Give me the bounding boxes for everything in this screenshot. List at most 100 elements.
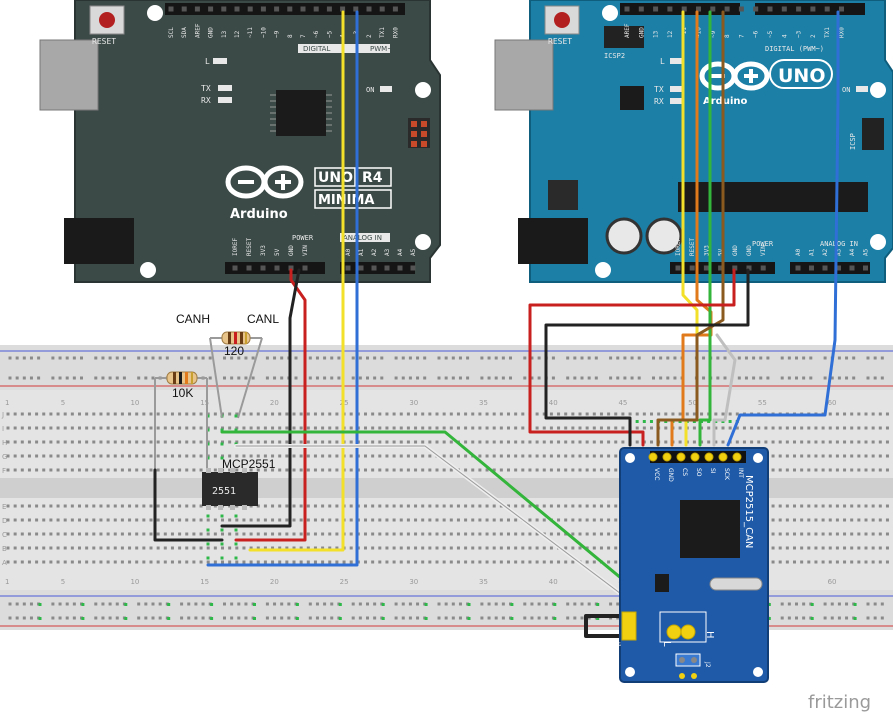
reset-button-cap[interactable] — [99, 12, 115, 28]
header-pin[interactable] — [260, 265, 266, 271]
header-pin[interactable] — [287, 6, 293, 12]
header-pin[interactable] — [379, 6, 385, 12]
header-pin[interactable] — [767, 6, 773, 12]
chip-marking: 2551 — [212, 486, 236, 497]
header-pin[interactable] — [653, 6, 659, 12]
header-pin[interactable] — [795, 265, 801, 271]
header-pin[interactable] — [384, 265, 390, 271]
module-header-pin[interactable] — [662, 452, 672, 462]
header-pin[interactable] — [839, 6, 844, 12]
mount-hole — [140, 262, 156, 278]
pin-label: ~5 — [326, 30, 333, 38]
header-pin[interactable] — [667, 6, 673, 12]
header-pin[interactable] — [732, 265, 738, 271]
header-pin[interactable] — [681, 6, 687, 12]
pin-label: A1 — [358, 248, 365, 256]
header-pin[interactable] — [718, 265, 724, 271]
header-pin[interactable] — [809, 265, 814, 271]
header-pin[interactable] — [340, 6, 346, 12]
header-pin[interactable] — [703, 265, 709, 271]
model-line2: MINIMA — [318, 193, 375, 208]
header-pin[interactable] — [313, 6, 319, 12]
module-header-pin[interactable] — [704, 452, 714, 462]
header-pin[interactable] — [746, 265, 752, 271]
header-pin[interactable] — [302, 265, 308, 271]
column-number: 35 — [479, 399, 488, 407]
header-pin[interactable] — [410, 265, 416, 271]
pin-label: ~9 — [274, 30, 281, 38]
header-pin[interactable] — [738, 6, 744, 12]
can-h-terminal[interactable] — [680, 624, 696, 640]
pin-label: ~5 — [767, 30, 774, 38]
module-header-pin[interactable] — [676, 452, 686, 462]
header-pin[interactable] — [397, 265, 403, 271]
resistor-10k[interactable] — [154, 371, 208, 470]
usb-connector — [39, 39, 99, 111]
header-pin[interactable] — [345, 265, 351, 271]
header-pin[interactable] — [753, 6, 759, 12]
header-pin[interactable] — [371, 265, 377, 271]
j1-jumper[interactable] — [621, 611, 637, 641]
header-pin[interactable] — [796, 6, 802, 12]
header-pin[interactable] — [696, 6, 701, 12]
header-pin[interactable] — [181, 6, 187, 12]
mcp2551-chip[interactable]: 2551 — [202, 468, 258, 510]
column-number: 15 — [200, 399, 209, 407]
header-pin[interactable] — [234, 6, 240, 12]
header-pin[interactable] — [710, 6, 716, 12]
brand-label: Arduino — [703, 96, 747, 107]
header-pin[interactable] — [760, 265, 766, 271]
header-pin[interactable] — [326, 6, 332, 12]
header-pin[interactable] — [836, 265, 841, 271]
rx-label: RX — [654, 97, 664, 106]
pin-label: SDA — [181, 27, 188, 38]
mount-hole — [595, 262, 611, 278]
header-pin[interactable] — [675, 265, 681, 271]
header-pin[interactable] — [247, 6, 253, 12]
reset-button-cap[interactable] — [554, 12, 570, 28]
header-pin[interactable] — [288, 265, 294, 271]
header-pin[interactable] — [724, 6, 730, 12]
header-pin[interactable] — [353, 6, 359, 12]
wire-black-gnd-right — [544, 268, 750, 447]
module-header-pin[interactable] — [718, 452, 728, 462]
header-pin[interactable] — [274, 265, 280, 271]
header-pin[interactable] — [194, 6, 200, 12]
header-pin[interactable] — [221, 6, 227, 12]
header-pin[interactable] — [689, 265, 695, 271]
module-header-pin[interactable] — [732, 452, 742, 462]
header-pin[interactable] — [824, 6, 830, 12]
header-pin[interactable] — [168, 6, 174, 12]
module-header-pin[interactable] — [648, 452, 658, 462]
header-pin[interactable] — [232, 265, 238, 271]
led-on — [856, 86, 868, 92]
pin-label: ~10 — [260, 27, 267, 38]
header-pin[interactable] — [863, 265, 868, 271]
header-pin[interactable] — [781, 6, 787, 12]
pin-label: 12 — [234, 30, 241, 38]
mcp2551-label: MCP2551 — [222, 457, 276, 471]
mcu-chip — [678, 182, 868, 212]
header-pin[interactable] — [638, 6, 644, 12]
header-pin[interactable] — [208, 6, 214, 12]
header-pin[interactable] — [366, 6, 372, 12]
header-pin[interactable] — [300, 6, 306, 12]
column-number: 10 — [130, 578, 139, 586]
column-number: 55 — [758, 399, 767, 407]
header-pin[interactable] — [810, 6, 816, 12]
pin-label: 7 — [300, 34, 307, 38]
header-pin[interactable] — [358, 265, 364, 271]
resistor-120[interactable] — [209, 331, 263, 419]
header-pin[interactable] — [624, 6, 630, 12]
header-pin[interactable] — [274, 6, 280, 12]
header-pin[interactable] — [849, 265, 855, 271]
header-pin[interactable] — [822, 265, 828, 271]
header-pin[interactable] — [260, 6, 266, 12]
can-l-terminal[interactable] — [666, 624, 682, 640]
header-pin[interactable] — [246, 265, 252, 271]
module-header-pin[interactable] — [690, 452, 700, 462]
header-pin[interactable] — [392, 6, 398, 12]
